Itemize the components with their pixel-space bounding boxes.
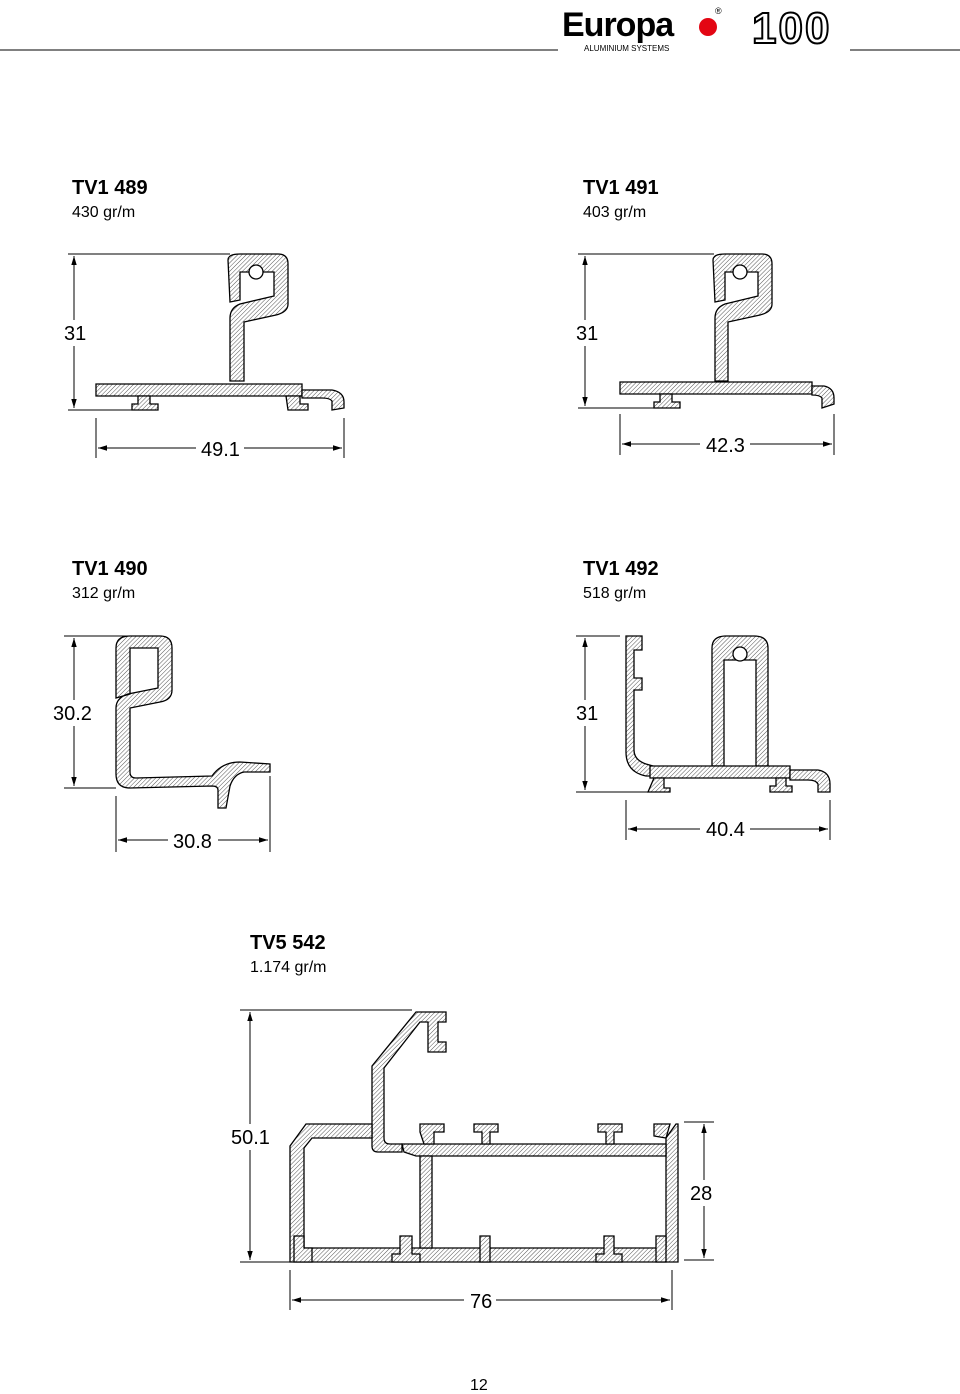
dimension-lines [578,253,835,455]
profile-weight: 312 gr/m [72,585,135,602]
dim-label-bg [48,700,102,726]
dimension-lines [68,253,345,458]
europa-logo: Europa ® ALUMINIUM SYSTEMS [562,6,722,53]
width-dimension: 42.3 [706,435,745,457]
header: Europa ® ALUMINIUM SYSTEMS 100 [0,3,960,54]
dim-label-bg [168,828,218,852]
profile-section-drawing [619,253,835,409]
inner-height-dimension: 28 [690,1183,712,1205]
profile-section-drawing [115,635,271,809]
profile-code: TV1 491 [583,177,659,199]
dim-label-bg [568,320,604,346]
dim-label-bg [700,432,750,456]
page-number: 12 [470,1377,488,1394]
profile-tv1-492: TV1 492 518 gr/m 31 40.4 [568,558,831,841]
height-dimension: 30.2 [53,703,92,725]
height-dimension: 31 [64,323,86,345]
dim-label-bg [700,816,750,840]
profile-code: TV5 542 [250,932,326,954]
profile-code: TV1 489 [72,177,148,199]
dimension-lines [576,635,831,840]
profile-code: TV1 492 [583,558,659,580]
dim-label-bg [228,1124,276,1150]
anniversary-100-logo: 100 [751,3,831,54]
profile-weight: 403 gr/m [583,204,646,221]
brand-red-dot [699,18,717,36]
profile-section-drawing [95,253,345,411]
profile-section-drawing [289,1011,679,1263]
profile-section-drawing [625,635,831,793]
registered-mark: ® [715,6,722,16]
dim-label-bg [196,436,244,460]
dimension-lines [240,1009,714,1310]
profile-weight: 1.174 gr/m [250,959,326,976]
dim-label-bg [464,1288,496,1312]
dim-label-bg [688,1180,720,1206]
dim-label-bg [56,320,92,346]
width-dimension: 30.8 [173,831,212,853]
profile-tv1-489: TV1 489 430 gr/m 31 49.1 [56,177,345,461]
anniversary-number: 100 [752,4,831,53]
profile-tv1-490: TV1 490 312 gr/m 30.2 30.8 [48,558,271,853]
brand-subtitle: ALUMINIUM SYSTEMS [584,44,669,53]
height-dimension: 50.1 [231,1127,270,1149]
profile-weight: 430 gr/m [72,204,135,221]
width-dimension: 49.1 [201,439,240,461]
width-dimension: 40.4 [706,819,745,841]
profile-tv5-542: TV5 542 1.174 gr/m [228,932,720,1313]
profile-weight: 518 gr/m [583,585,646,602]
height-dimension: 31 [576,703,598,725]
width-dimension: 76 [470,1291,492,1313]
height-dimension: 31 [576,323,598,345]
profile-code: TV1 490 [72,558,148,580]
profile-tv1-491: TV1 491 403 gr/m 31 42.3 [568,177,835,457]
brand-wordmark: Europa [562,6,675,44]
dim-label-bg [568,700,604,726]
